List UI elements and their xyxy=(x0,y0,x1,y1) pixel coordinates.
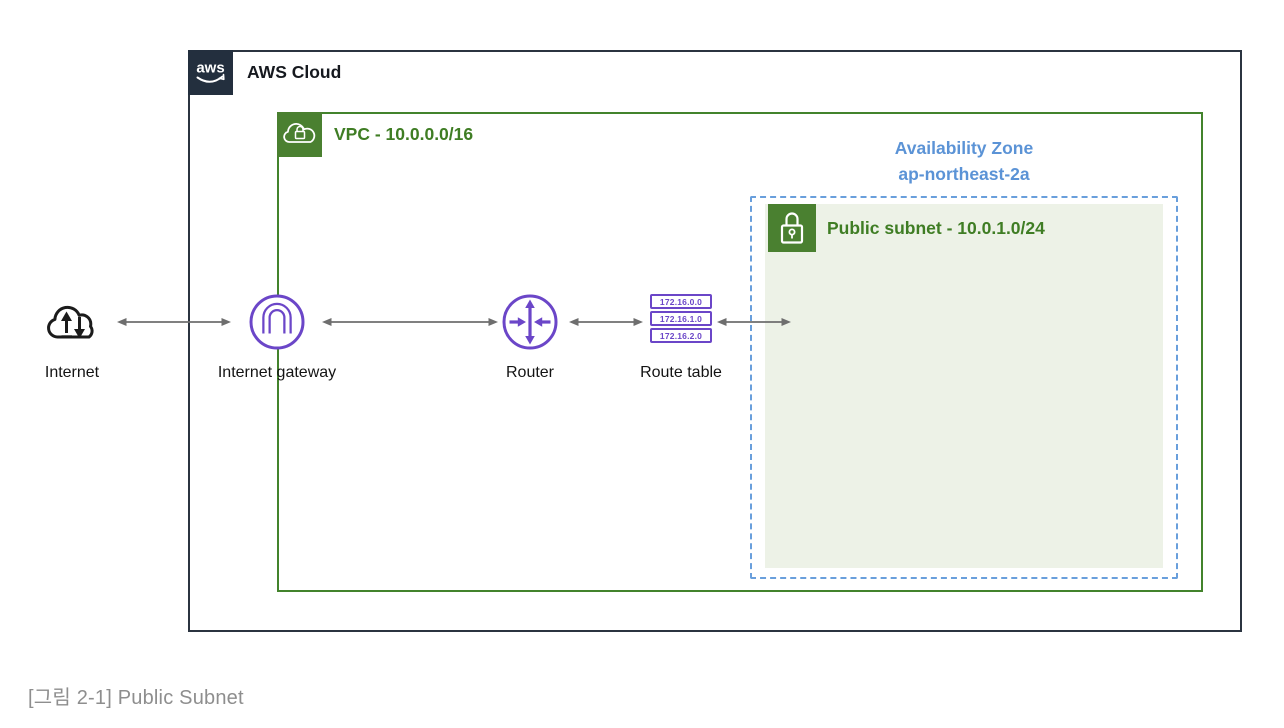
public-subnet-lock-icon xyxy=(768,204,816,252)
internet-icon xyxy=(41,298,103,346)
arrow-gateway-router xyxy=(321,315,499,329)
route-table-entry: 172.16.0.0 xyxy=(650,294,712,309)
aws-cloud-label: AWS Cloud xyxy=(247,62,342,82)
vpc-container: VPC - 10.0.0.0/16 xyxy=(277,112,1203,592)
vpc-label: VPC - 10.0.0.0/16 xyxy=(334,124,474,144)
route-table-icon: 172.16.0.0 172.16.1.0 172.16.2.0 xyxy=(650,294,712,343)
arrow-router-routetable xyxy=(568,315,644,329)
router-icon xyxy=(501,293,559,351)
availability-zone-region: ap-northeast-2a xyxy=(898,164,1030,184)
internet-label: Internet xyxy=(44,364,100,381)
aws-logo-text: aws xyxy=(196,60,224,77)
availability-zone-label: Availability Zone ap-northeast-2a xyxy=(750,135,1178,187)
arrow-routetable-subnet xyxy=(716,315,792,329)
route-table-label: Route table xyxy=(640,364,722,381)
aws-logo-icon: aws xyxy=(188,50,233,95)
public-subnet-label: Public subnet - 10.0.1.0/24 xyxy=(827,218,1045,238)
vpc-icon xyxy=(277,112,322,157)
aws-cloud-container: aws AWS Cloud xyxy=(188,50,1242,632)
availability-zone-container xyxy=(750,196,1178,579)
internet-gateway-icon xyxy=(248,293,306,351)
figure-caption: [그림 2-1] Public Subnet xyxy=(28,687,244,709)
route-table-entry: 172.16.2.0 xyxy=(650,328,712,343)
router-label: Router xyxy=(505,364,555,381)
arrow-internet-gateway xyxy=(116,315,232,329)
public-subnet-container: Public subnet - 10.0.1.0/24 xyxy=(765,204,1163,568)
internet-gateway-label: Internet gateway xyxy=(217,364,337,381)
availability-zone-title: Availability Zone xyxy=(894,138,1034,158)
route-table-entry: 172.16.1.0 xyxy=(650,311,712,326)
